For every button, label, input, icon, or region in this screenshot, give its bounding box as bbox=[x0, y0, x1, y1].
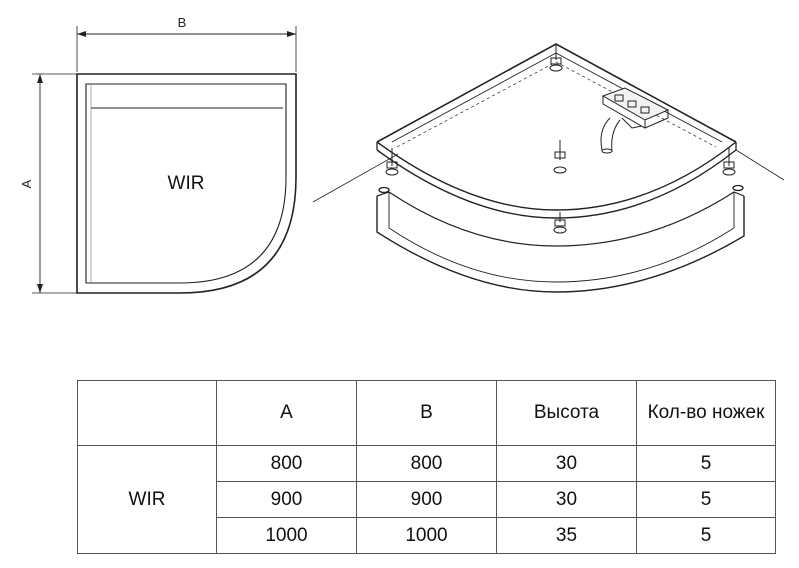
table-cell-height: 30 bbox=[496, 481, 637, 518]
table-header-row: A B Высота Кол-во ножек bbox=[77, 380, 776, 446]
technical-drawing: B A WIR bbox=[19, 15, 785, 294]
table-cell-a: 900 bbox=[216, 481, 357, 518]
table-cell-b: 800 bbox=[356, 445, 497, 482]
table-row: 1000 1000 35 5 bbox=[78, 517, 776, 554]
table-cell-height: 30 bbox=[496, 445, 637, 482]
header-cell-empty bbox=[77, 380, 217, 446]
table-cell-legs: 5 bbox=[636, 517, 776, 554]
header-cell-a: A bbox=[216, 380, 357, 446]
dim-a-label: A bbox=[19, 179, 34, 188]
top-view bbox=[32, 26, 297, 294]
table-cell-legs: 5 bbox=[636, 445, 776, 482]
table-cell-a: 1000 bbox=[216, 517, 357, 554]
dim-b-label: B bbox=[178, 15, 187, 30]
dimensions-table: A B Высота Кол-во ножек WIR 800 800 30 5… bbox=[77, 380, 776, 554]
table-row: WIR 800 800 30 5 bbox=[77, 445, 776, 554]
header-cell-height: Высота bbox=[496, 380, 637, 446]
header-cell-legs: Кол-во ножек bbox=[636, 380, 776, 446]
table-cell-a: 800 bbox=[216, 445, 357, 482]
table-cell-b: 900 bbox=[356, 481, 497, 518]
model-cell: WIR bbox=[77, 445, 217, 554]
table-cell-b: 1000 bbox=[356, 517, 497, 554]
tray-model-label: WIR bbox=[168, 173, 205, 194]
header-cell-b: B bbox=[356, 380, 497, 446]
table-cell-legs: 5 bbox=[636, 481, 776, 518]
isometric-view bbox=[312, 43, 785, 293]
table-cell-height: 35 bbox=[496, 517, 637, 554]
